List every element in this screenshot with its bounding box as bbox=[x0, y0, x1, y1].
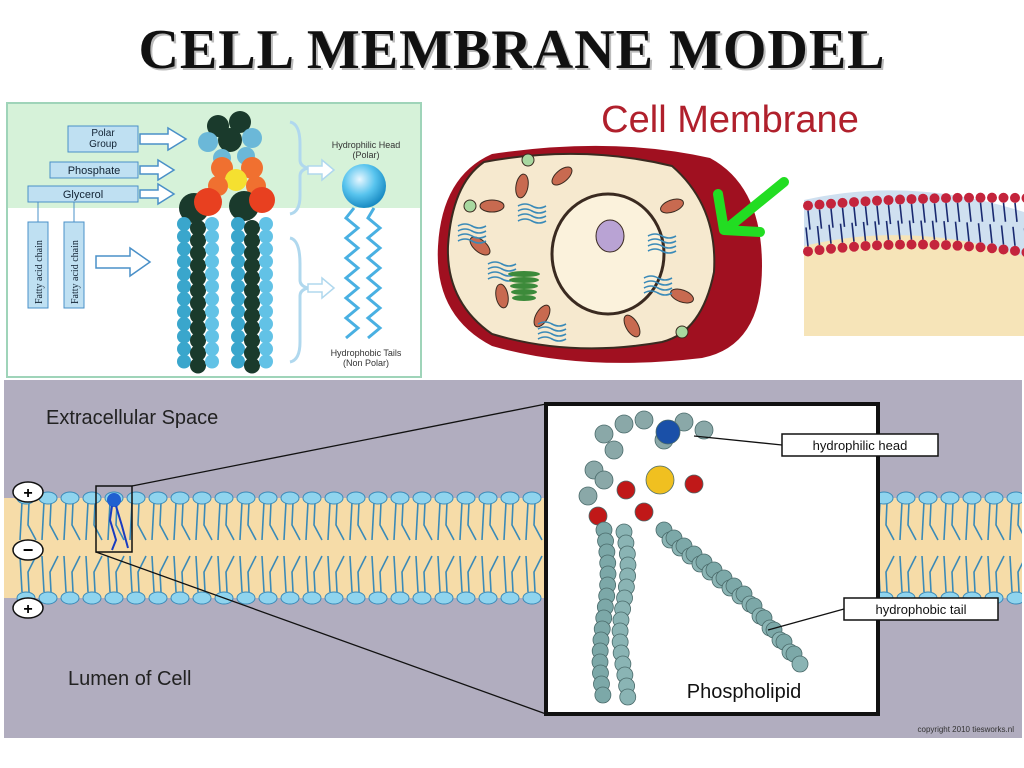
highlight-box bbox=[95, 485, 133, 553]
hydrophobic-tail-callout-text: hydrophobic tail bbox=[875, 602, 966, 617]
tail-bracket bbox=[289, 236, 309, 364]
hydrophilic-head-label: Hydrophilic Head bbox=[332, 140, 401, 150]
cell-panel: Cell Membrane bbox=[432, 96, 1024, 376]
lumen-of-cell-label: Lumen of Cell bbox=[68, 668, 191, 690]
phosphate-arrow-icon bbox=[139, 158, 176, 182]
hydrophilic-head-sub: (Polar) bbox=[352, 150, 379, 160]
green-arrow-icon bbox=[713, 177, 789, 237]
label-arrows bbox=[95, 126, 188, 278]
zoom-line-top bbox=[131, 403, 547, 487]
molecule-head bbox=[179, 111, 275, 223]
plus-top-icon bbox=[12, 481, 44, 503]
phospholipid-label: Phospholipid bbox=[687, 681, 802, 703]
fatty-acid-chain-left bbox=[177, 217, 219, 374]
fatty-acid-label-2: Fatty acid chain bbox=[70, 240, 81, 304]
fatty-acid-arrow-icon bbox=[95, 246, 152, 278]
nucleolus bbox=[595, 219, 625, 253]
hydrophilic-head-ball bbox=[342, 164, 386, 208]
phosphate-label: Phosphate bbox=[68, 165, 121, 177]
fatty-acid-chain-right bbox=[231, 217, 273, 374]
glycerol-box bbox=[27, 185, 139, 203]
nucleus bbox=[550, 192, 666, 316]
minus-icon bbox=[12, 539, 44, 561]
cell-svg: Cell Membrane bbox=[437, 99, 1024, 363]
phospholipid-inset: hydrophilic head hydrophobic tail Phosph… bbox=[544, 402, 999, 716]
glycerol-label: Glycerol bbox=[63, 189, 103, 201]
plus-top-text: + bbox=[23, 485, 32, 502]
charge-markers: + − + bbox=[12, 481, 44, 619]
minus-text: − bbox=[23, 540, 34, 560]
hydrophobic-tails-label: Hydrophobic Tails bbox=[331, 348, 402, 358]
plus-bottom-icon bbox=[12, 597, 44, 619]
membrane-panel: Extracellular Space Lumen of Cell + − + … bbox=[4, 380, 1024, 738]
fatty-acid-box-2 bbox=[63, 221, 85, 309]
fatty-acid-box-1 bbox=[27, 221, 49, 309]
hydrophilic-head-callout-text: hydrophilic head bbox=[813, 438, 908, 453]
extracellular-space-label: Extracellular Space bbox=[46, 407, 218, 429]
membrane-svg: Extracellular Space Lumen of Cell + − + … bbox=[4, 402, 1024, 734]
head-bracket-arrow-icon bbox=[307, 158, 336, 182]
membrane-closeup bbox=[803, 176, 1024, 336]
tail-bracket-arrow-icon bbox=[307, 276, 336, 300]
glycerol-arrow-icon bbox=[139, 182, 176, 206]
page-title: CELL MEMBRANE MODEL bbox=[138, 19, 886, 81]
hydrophobic-tail-2 bbox=[365, 207, 383, 340]
zoom-line-bottom bbox=[95, 551, 547, 715]
fatty-acid-label-1: Fatty acid chain bbox=[34, 240, 45, 304]
phosphate-box bbox=[49, 161, 139, 179]
organelles bbox=[457, 153, 694, 342]
copyright-text: copyright 2010 tiesworks.nl bbox=[918, 725, 1015, 734]
plus-bottom-text: + bbox=[23, 601, 32, 618]
hydrophobic-tail-1 bbox=[343, 207, 361, 340]
polar-arrow-icon bbox=[139, 126, 188, 152]
highlight-head bbox=[107, 493, 121, 507]
hydrophobic-tails-sub: (Non Polar) bbox=[343, 358, 389, 368]
polar-group-box bbox=[67, 125, 139, 153]
cell-membrane-title: Cell Membrane bbox=[601, 99, 859, 141]
